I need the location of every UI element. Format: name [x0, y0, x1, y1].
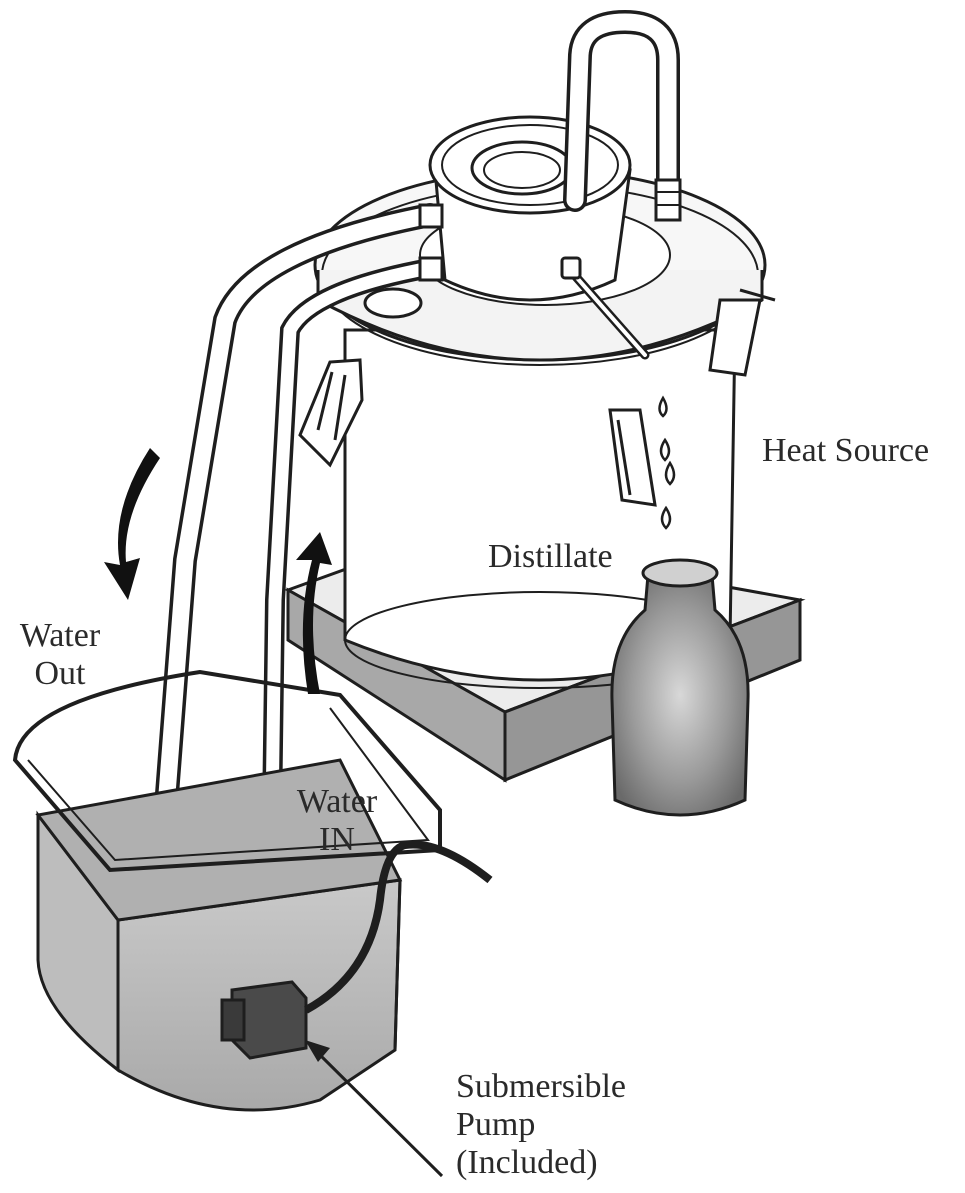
flow-arrows	[104, 448, 332, 694]
water-out-line-2: Out	[34, 655, 86, 692]
water-in-label: Water IN	[282, 783, 392, 859]
pump-pointer-arrow	[305, 1040, 444, 1178]
water-in-line-1: Water	[296, 783, 378, 820]
water-in-arrow	[296, 532, 332, 694]
water-in-line-2: IN	[319, 821, 355, 858]
water-out-line-1: Water	[19, 617, 101, 654]
pump-line-3: (Included)	[456, 1144, 598, 1181]
pump-line-1: Submersible	[456, 1068, 626, 1105]
heat-source-label: Heat Source	[762, 432, 930, 469]
pump-line-2: Pump	[456, 1106, 536, 1143]
condenser-tube	[563, 9, 682, 222]
distillate-drips	[658, 395, 676, 530]
water-hoses	[153, 203, 444, 961]
pump-label: Submersible Pump (Included)	[456, 1068, 626, 1182]
water-tank	[12, 669, 442, 1112]
water-out-label: Water Out	[10, 617, 110, 693]
submersible-pump	[220, 840, 493, 1060]
lid-clamps	[298, 288, 776, 507]
distillate-bottle	[610, 558, 750, 817]
distillate-label: Distillate	[488, 538, 613, 575]
water-out-arrow	[104, 448, 160, 600]
